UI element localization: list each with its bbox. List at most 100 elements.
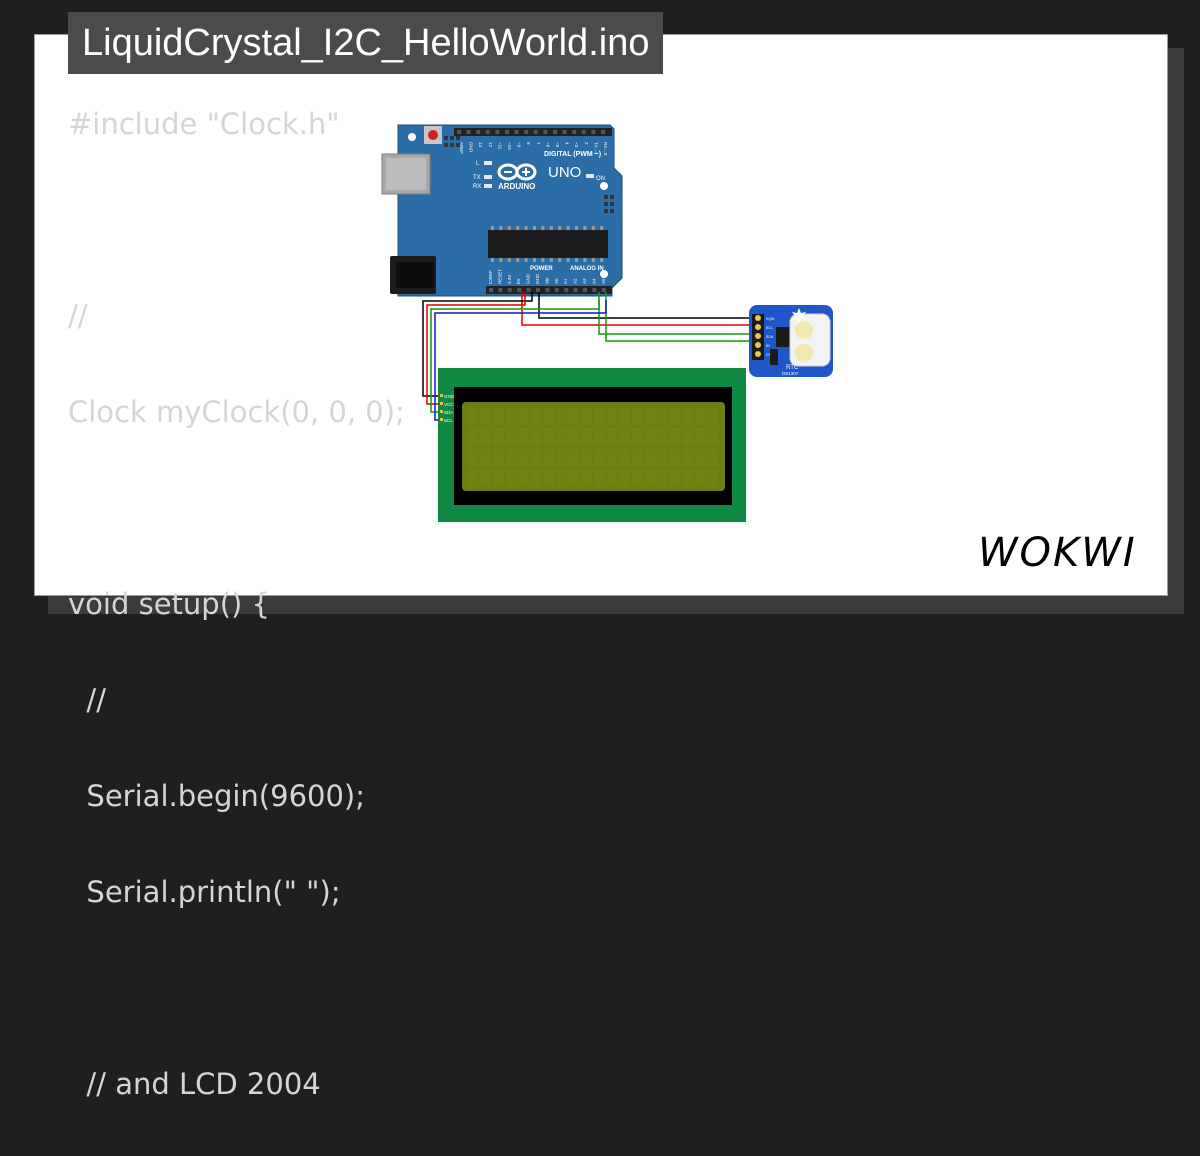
arduino-logo: [497, 163, 537, 181]
lcd-char-cell: [619, 428, 630, 446]
lcd-char-cell: [531, 449, 542, 466]
header-pin[interactable]: [572, 130, 577, 134]
header-pin[interactable]: [536, 288, 540, 292]
header-pin[interactable]: [457, 130, 461, 134]
rtc-pin-label: SDA: [766, 335, 774, 339]
led-l: [484, 161, 492, 165]
mounting-hole: [408, 133, 416, 141]
lcd-char-cell: [669, 408, 681, 425]
header-pin[interactable]: [592, 288, 597, 292]
lcd-char-cell: [568, 408, 580, 425]
header-pin[interactable]: [545, 288, 550, 292]
header-pin[interactable]: [495, 130, 500, 134]
reset-button-cap[interactable]: [428, 130, 438, 140]
chip-leg: [591, 226, 595, 230]
lcd-char-cell: [581, 408, 593, 425]
chip-leg: [491, 258, 494, 262]
header-pin[interactable]: [583, 288, 587, 292]
lcd-char-cell: [493, 408, 504, 425]
header-pin[interactable]: [601, 130, 605, 134]
chip-leg: [591, 258, 595, 262]
power-jack-inner: [396, 262, 434, 288]
lcd-char-cell: [631, 408, 643, 425]
lcd-char-cell: [556, 449, 567, 466]
led-tx: [484, 175, 492, 179]
code-line: [68, 964, 405, 1012]
led-on: [586, 174, 594, 178]
digital-pin-label: ~5: [555, 142, 560, 148]
led-label-l: L: [476, 161, 480, 167]
lcd-char-cell: [644, 428, 656, 446]
header-pin[interactable]: [507, 288, 512, 292]
lcd-char-cell: [468, 428, 479, 446]
digital-pin-label: 13: [478, 142, 483, 148]
chip-leg: [507, 258, 511, 262]
digital-pin-label: 2: [584, 142, 589, 145]
lcd-char-cell: [682, 428, 693, 446]
digital-pin-label: RX←0: [603, 142, 608, 156]
header-pin[interactable]: [466, 130, 471, 134]
lcd-char-cell: [707, 469, 719, 487]
header-pin[interactable]: [514, 130, 519, 134]
header-pin[interactable]: [543, 130, 548, 134]
header-pin[interactable]: [533, 130, 538, 134]
header-pin[interactable]: [485, 130, 490, 134]
lcd-char-cell: [594, 408, 605, 425]
header-pin[interactable]: [553, 130, 557, 134]
wire-gnd-lcd: [422, 292, 533, 397]
chip-leg: [541, 258, 545, 262]
lcd-char-cell: [619, 469, 630, 487]
header-pin[interactable]: [591, 130, 596, 134]
header-pin[interactable]: [517, 288, 522, 292]
header-pin[interactable]: [554, 288, 559, 292]
lcd-char-cell: [531, 469, 542, 487]
lcd-char-cell: [493, 449, 504, 466]
chip-leg: [524, 226, 528, 230]
lcd-char-cell: [543, 469, 555, 487]
code-line: void setup() {: [68, 587, 270, 621]
lcd-char-cell: [657, 408, 668, 425]
icsp-header-2: [604, 195, 614, 213]
chip-leg: [600, 226, 604, 230]
chip-leg: [558, 258, 562, 262]
lcd-char-cell: [518, 408, 530, 425]
header-pin[interactable]: [581, 130, 586, 134]
lcd-char-cell: [518, 449, 530, 466]
lcd-char-cell: [631, 428, 643, 446]
header-pin[interactable]: [526, 288, 531, 292]
header-pin[interactable]: [505, 130, 509, 134]
rtc-pin-label: SCL: [766, 326, 773, 330]
header-pin[interactable]: [564, 288, 569, 292]
header-pin[interactable]: [573, 288, 578, 292]
lcd-char-cell: [568, 449, 580, 466]
header-pin[interactable]: [489, 288, 493, 292]
header-pin[interactable]: [498, 288, 503, 292]
atmega-chip: [488, 230, 608, 258]
lcd-char-cell: [480, 469, 492, 487]
power-pin-label: A4: [591, 278, 596, 284]
lcd-char-cell: [505, 449, 517, 466]
lcd-char-cell: [669, 469, 681, 487]
lcd-char-cell: [631, 449, 643, 466]
lcd-char-cell: [619, 408, 630, 425]
header-pin[interactable]: [524, 130, 529, 134]
lcd-char-cell: [694, 449, 706, 466]
header-pin[interactable]: [476, 130, 481, 134]
lcd-char-cell: [694, 469, 706, 487]
led-label-tx: TX: [473, 175, 481, 181]
power-label: POWER: [530, 266, 553, 272]
adafruit-flower-icon: [792, 308, 806, 324]
power-pin-label: A3: [582, 278, 587, 284]
lcd-char-cell: [543, 449, 555, 466]
rtc-pin-label: SQW: [766, 317, 775, 321]
rtc-pins: [755, 315, 761, 357]
wokwi-logo[interactable]: WOKWI: [976, 526, 1152, 576]
header-pin[interactable]: [562, 130, 567, 134]
lcd-pin-label: SCL: [444, 418, 453, 423]
header-pin[interactable]: [601, 288, 606, 292]
